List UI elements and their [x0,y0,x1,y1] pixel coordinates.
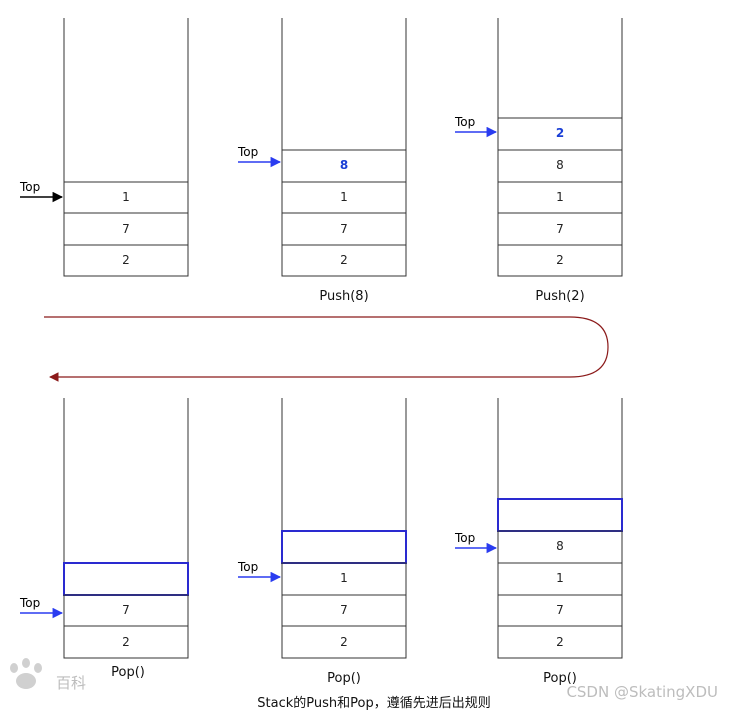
top-pointer-label: Top [237,145,258,159]
stack-3-cell-value: 1 [556,190,564,204]
stack-3-caption: Push(2) [535,289,584,304]
stack-3-cell-value: 2 [556,253,564,267]
stack-6-cell-value: 8 [556,539,564,553]
stack-5-pop: 1 7 2 Top Pop() [237,398,407,686]
stack-5-cell-value: 2 [340,635,348,649]
stack-4-popped-cell [63,562,189,596]
stack-6-cell-value: 7 [556,603,564,617]
stack-2-cell-value: 1 [340,190,348,204]
stack-6-popped-cell [497,498,623,532]
stack-4-caption: Pop() [111,665,145,680]
stack-1-cell-value: 7 [122,222,130,236]
figure-caption: Stack的Push和Pop，遵循先进后出规则 [257,695,490,711]
stack-3-push-2: 2 8 1 7 2 Top Push(2) [454,18,623,304]
stack-2-cell [281,244,407,277]
stack-4-cell-value: 2 [122,635,130,649]
top-pointer-label: Top [237,560,258,574]
stack-5-cell [281,625,407,659]
stack-4-cell-value: 7 [122,603,130,617]
stack-5-cell-value: 1 [340,571,348,585]
watermark-left: 百科 [56,674,86,692]
stack-6-pop: 8 1 7 2 Top Pop() [454,398,623,686]
top-pointer-label: Top [454,115,475,129]
stack-5-popped-cell [281,530,407,564]
top-pointer-label: Top [454,531,475,545]
stack-2-caption: Push(8) [319,289,368,304]
stack-3-cell-value: 7 [556,222,564,236]
stack-5-caption: Pop() [327,671,361,686]
stack-2-cell-value: 7 [340,222,348,236]
stack-2-push-8: 8 1 7 2 Top Push(8) [237,18,407,304]
stack-3-cell-value: 8 [556,158,564,172]
stack-6-cell-value: 2 [556,635,564,649]
stack-1-cell-value: 2 [122,253,130,267]
stack-6-caption: Pop() [543,671,577,686]
flow-arrow [44,316,609,382]
paw-logo [10,658,42,689]
top-pointer-label: Top [19,180,40,194]
top-pointer-label: Top [19,596,40,610]
stack-6-cell [497,625,623,659]
stack-4-cell [63,625,189,659]
stack-1-cell-value: 1 [122,190,130,204]
stack-3-cell [497,244,623,277]
stack-4-pop: 7 2 Top Pop() [19,398,189,680]
stack-5-cell-value: 7 [340,603,348,617]
stack-3-new-value: 2 [556,126,564,140]
stack-1-cell [63,244,189,277]
watermark-right: CSDN @SkatingXDU [566,683,718,701]
stack-2-new-value: 8 [340,158,348,172]
stack-2-cell-value: 2 [340,253,348,267]
stack-6-cell-value: 1 [556,571,564,585]
stack-1-initial: 1 7 2 Top [19,18,189,277]
